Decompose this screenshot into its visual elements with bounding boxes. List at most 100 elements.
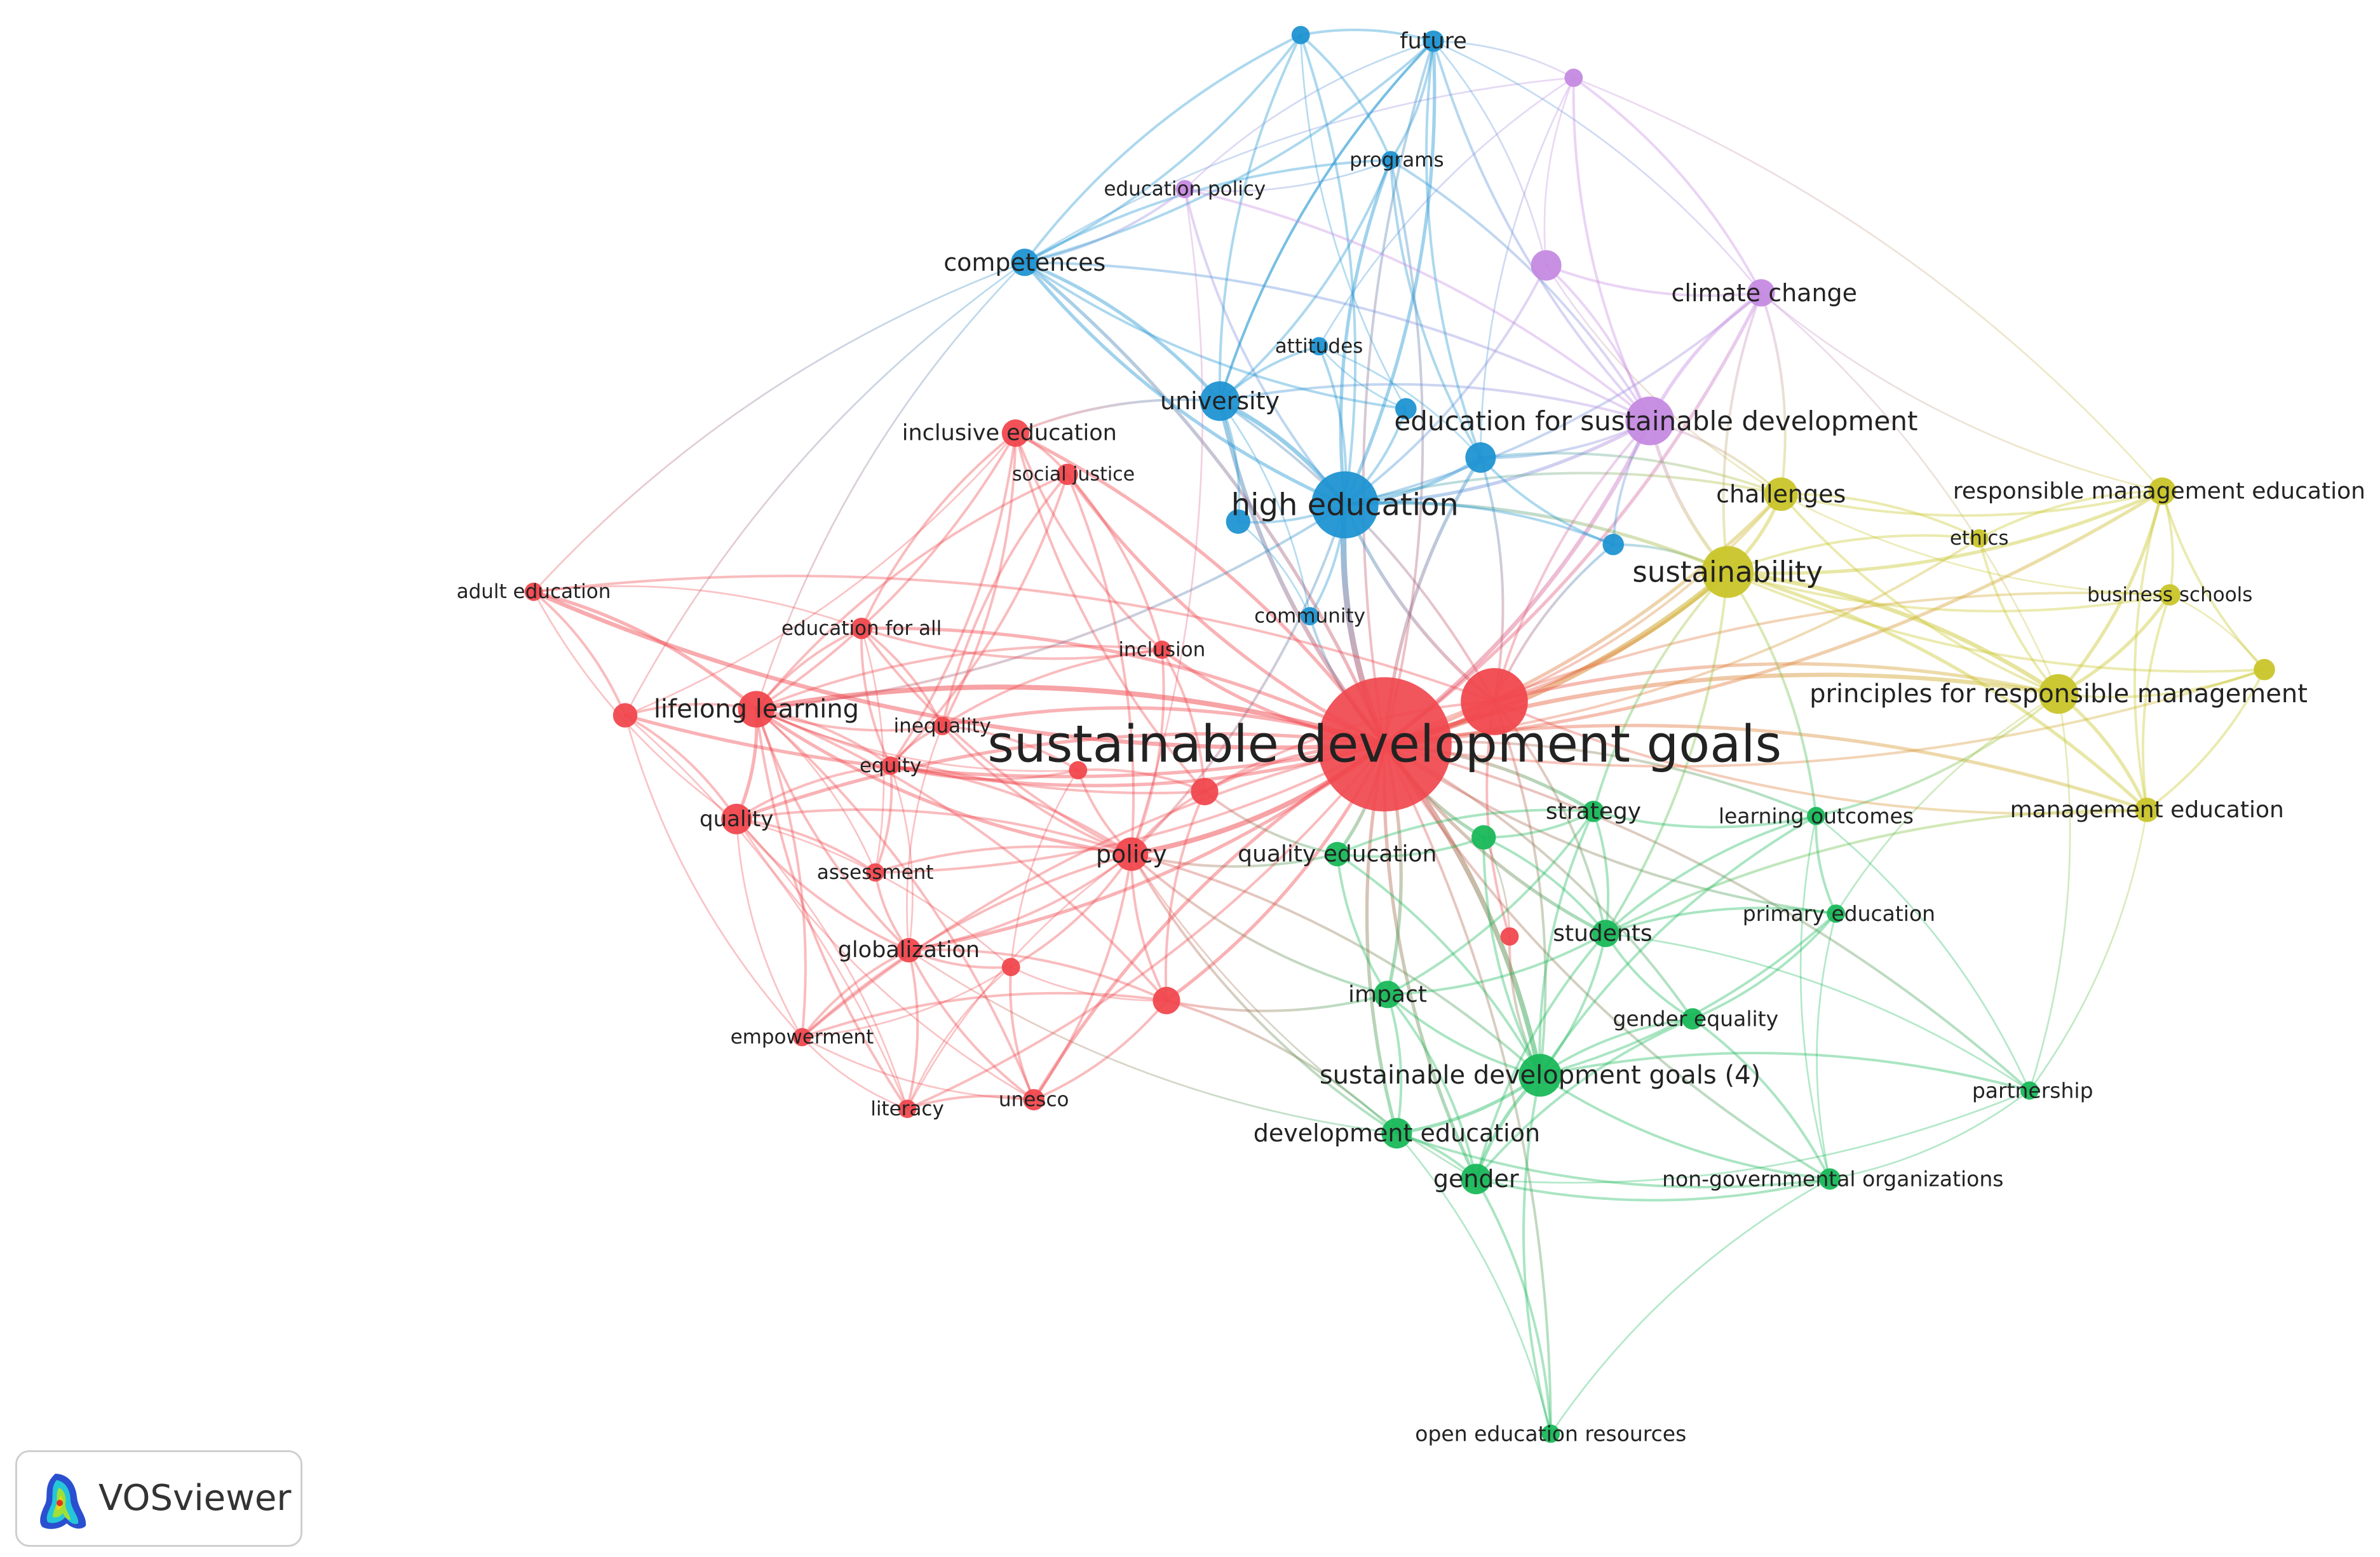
node-inclusive-education[interactable] — [1001, 419, 1029, 447]
node-oer[interactable] — [1541, 1424, 1560, 1443]
node-red-a[interactable] — [1191, 778, 1219, 806]
node-blue-b[interactable] — [1226, 509, 1251, 534]
node-literacy[interactable] — [898, 1099, 917, 1118]
edge-sdg-yellow-a — [1383, 668, 2266, 768]
node-university[interactable] — [1200, 381, 1240, 421]
node-inclusion[interactable] — [1153, 641, 1172, 659]
edge-quality-education-green-a — [1335, 836, 1485, 858]
edge-competences-blue-a — [1023, 34, 1302, 264]
node-yellow-a[interactable] — [2254, 658, 2275, 681]
node-empowerment[interactable] — [793, 1028, 811, 1047]
node-impact[interactable] — [1374, 981, 1402, 1009]
edge-sdg4-oer — [1522, 1074, 1552, 1435]
edge-future-purple-a — [1432, 40, 1547, 266]
edge-sdg-partnership — [1383, 743, 2031, 1092]
node-blue-e[interactable] — [1395, 398, 1417, 419]
edge-gender-impact — [1386, 993, 1478, 1181]
node-equity[interactable] — [881, 756, 900, 775]
node-green-a[interactable] — [1471, 825, 1496, 850]
node-education-for-all[interactable] — [851, 618, 872, 639]
edge-sdg4-ngos — [1539, 1074, 1831, 1181]
edge-policy-social-justice — [1066, 473, 1135, 855]
edge-esd-education-policy — [1183, 187, 1651, 423]
node-education-policy[interactable] — [1175, 180, 1194, 198]
node-competences[interactable] — [1011, 248, 1039, 276]
edge-lifelong-learning-inequality — [755, 708, 944, 732]
edge-policy-inequality — [941, 724, 1133, 855]
label-management-education: management education — [2010, 797, 2284, 823]
node-purple-a[interactable] — [1531, 250, 1562, 281]
edge-oer-development-education — [1396, 1132, 1552, 1435]
node-unesco[interactable] — [1023, 1089, 1045, 1111]
edge-sustainability-sdg-red2 — [1492, 570, 1729, 704]
node-rme[interactable] — [2148, 477, 2176, 505]
node-purple-b[interactable] — [1564, 69, 1583, 87]
node-learning-outcomes[interactable] — [1807, 806, 1825, 826]
edge-sdg-future — [1362, 39, 1435, 746]
node-strategy[interactable] — [1583, 801, 1604, 822]
node-community[interactable] — [1301, 607, 1319, 625]
edge-sustainability-learning-outcomes — [1726, 571, 1818, 817]
node-ethics[interactable] — [1970, 529, 1989, 548]
network-nodes — [524, 25, 2275, 1443]
node-quality-education[interactable] — [1325, 841, 1349, 867]
edge-policy-education-for-all — [860, 627, 1133, 855]
edge-university-programs — [1219, 159, 1392, 403]
node-prme[interactable] — [2038, 674, 2079, 714]
edge-future-blue-a — [1299, 29, 1435, 43]
node-sustainability[interactable] — [1701, 546, 1754, 598]
node-students[interactable] — [1592, 920, 1619, 948]
node-partnership[interactable] — [2020, 1081, 2039, 1100]
edge-university-competences — [1023, 261, 1222, 403]
node-red-e[interactable] — [612, 703, 638, 728]
node-inequality[interactable] — [933, 717, 952, 735]
node-sdg[interactable] — [1317, 677, 1452, 812]
edge-inclusive-education-equity — [889, 432, 1017, 767]
node-attitudes[interactable] — [1309, 337, 1329, 356]
label-unesco: unesco — [999, 1088, 1069, 1111]
node-lifelong-learning[interactable] — [738, 691, 775, 728]
node-globalization[interactable] — [896, 938, 921, 963]
node-future[interactable] — [1423, 31, 1444, 52]
node-blue-a[interactable] — [1291, 25, 1310, 44]
node-high-education[interactable] — [1311, 471, 1379, 539]
edge-sdg4-quality-education — [1335, 853, 1541, 1077]
node-climate-change[interactable] — [1747, 279, 1775, 307]
node-business-schools[interactable] — [2159, 584, 2181, 606]
node-programs[interactable] — [1381, 151, 1400, 170]
node-gender-equality[interactable] — [1682, 1008, 1703, 1030]
node-sdg-red2[interactable] — [1461, 668, 1528, 735]
node-blue-d[interactable] — [1602, 534, 1624, 555]
edge-globalization-red-c — [907, 949, 1013, 969]
node-blue-c[interactable] — [1465, 442, 1496, 473]
edge-ngos-partnership — [1829, 1089, 2031, 1180]
node-development-education[interactable] — [1381, 1118, 1412, 1149]
edge-prme-management-education — [2057, 692, 2149, 812]
node-gender[interactable] — [1461, 1164, 1492, 1195]
node-ngos[interactable] — [1819, 1168, 1841, 1190]
node-policy[interactable] — [1114, 837, 1149, 871]
node-red-f[interactable] — [1500, 927, 1519, 946]
edge-quality-literacy — [735, 818, 909, 1110]
node-assessment[interactable] — [866, 863, 884, 882]
node-red-b[interactable] — [1069, 761, 1088, 780]
edge-climate-change-rme — [1760, 292, 2163, 493]
node-red-d[interactable] — [1153, 986, 1180, 1014]
node-management-education[interactable] — [2135, 798, 2160, 822]
edge-policy-red-d — [1130, 853, 1168, 1002]
edge-lifelong-learning-social-justice — [755, 473, 1069, 711]
node-challenges[interactable] — [1764, 477, 1798, 511]
node-quality[interactable] — [721, 803, 752, 834]
node-primary-education[interactable] — [1827, 904, 1846, 923]
edge-quality-equity — [735, 764, 892, 820]
edge-sdg-red2-university — [1219, 400, 1496, 703]
node-red-c[interactable] — [1001, 958, 1020, 976]
label-adult-education: adult education — [457, 580, 611, 603]
label-impact: impact — [1348, 981, 1427, 1007]
node-social-justice[interactable] — [1057, 463, 1078, 486]
edge-unesco-red-c — [1009, 965, 1036, 1101]
node-esd[interactable] — [1625, 397, 1675, 445]
node-sdg4[interactable] — [1518, 1054, 1562, 1097]
label-oer: open education resources — [1415, 1422, 1686, 1446]
node-adult-education[interactable] — [524, 582, 543, 601]
